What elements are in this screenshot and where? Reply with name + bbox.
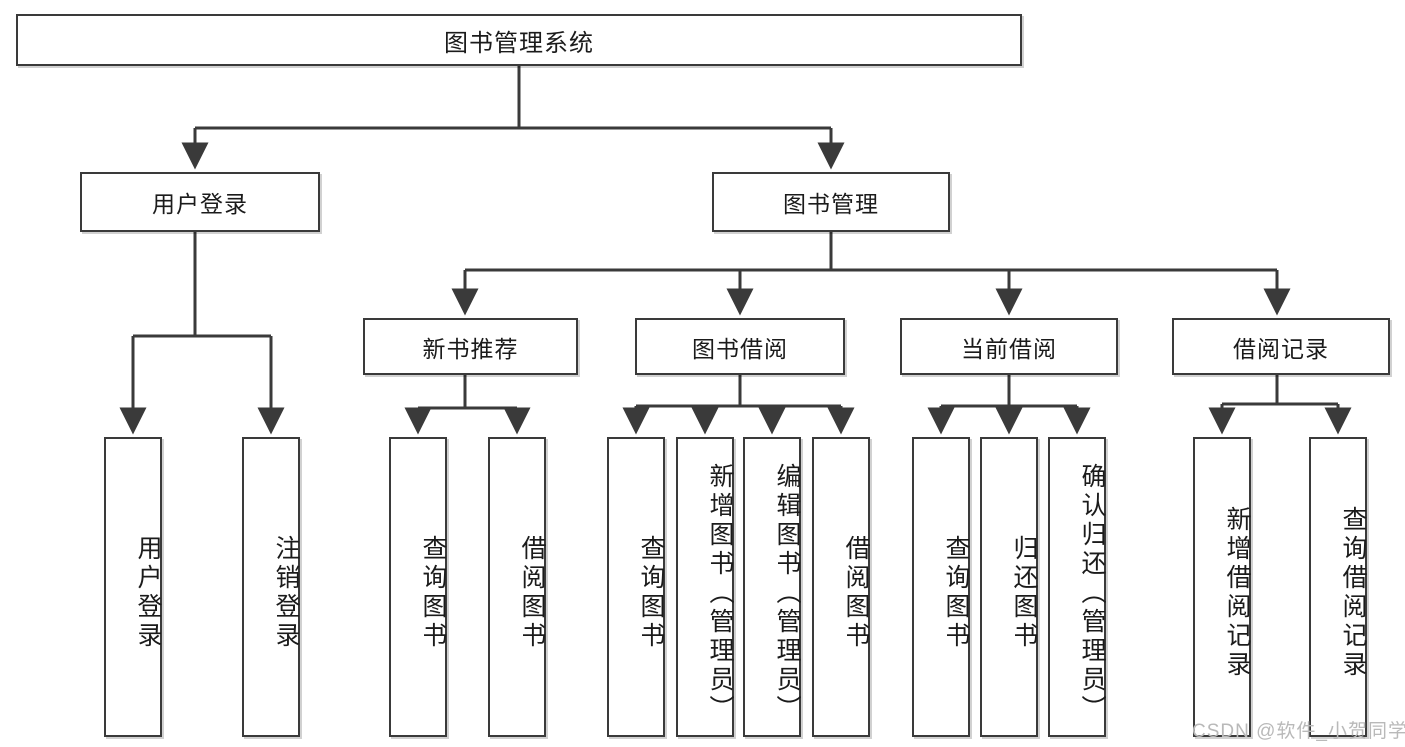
node-borrow-record-label: 借阅记录 (1233, 335, 1329, 362)
node-borrow-record[interactable]: 借阅记录 (1172, 318, 1390, 375)
leaf-label: 编辑图书（管理员） (773, 462, 801, 724)
node-user-login[interactable]: 用户登录 (80, 172, 320, 232)
leaf-new-book-borrow-book[interactable]: 借阅图书 (488, 437, 546, 737)
leaf-borrow-record-add-record[interactable]: 新增借阅记录 (1193, 437, 1251, 737)
leaf-borrow-record-query-record[interactable]: 查询借阅记录 (1309, 437, 1367, 737)
leaf-label: 借阅图书 (842, 535, 870, 651)
leaf-label: 查询借阅记录 (1339, 506, 1367, 680)
leaf-label: 确认归还（管理员） (1078, 462, 1106, 724)
leaf-label: 查询图书 (637, 535, 665, 651)
leaf-new-book-query-book[interactable]: 查询图书 (389, 437, 447, 737)
leaf-user-login-logout[interactable]: 注销登录 (242, 437, 300, 737)
leaf-label: 用户登录 (134, 535, 162, 651)
watermark-text: CSDN @软件_小贺同学 (1192, 721, 1405, 742)
leaf-user-login-login[interactable]: 用户登录 (104, 437, 162, 737)
node-current-borrow-label: 当前借阅 (961, 335, 1057, 362)
leaf-label: 查询图书 (942, 535, 970, 651)
node-book-manage[interactable]: 图书管理 (712, 172, 950, 232)
leaf-label: 借阅图书 (518, 535, 546, 651)
leaf-book-borrow-borrow-book[interactable]: 借阅图书 (812, 437, 870, 737)
leaf-current-borrow-return-book[interactable]: 归还图书 (980, 437, 1038, 737)
node-book-borrow[interactable]: 图书借阅 (635, 318, 845, 375)
node-book-manage-label: 图书管理 (783, 191, 879, 217)
leaf-label: 新增图书（管理员） (706, 462, 734, 724)
leaf-current-borrow-confirm-return-admin[interactable]: 确认归还（管理员） (1048, 437, 1106, 737)
leaf-label: 归还图书 (1010, 535, 1038, 651)
node-new-book-recommend[interactable]: 新书推荐 (363, 318, 578, 375)
leaf-label: 新增借阅记录 (1223, 506, 1251, 680)
leaf-current-borrow-query-book[interactable]: 查询图书 (912, 437, 970, 737)
leaf-book-borrow-query-book[interactable]: 查询图书 (607, 437, 665, 737)
node-user-login-label: 用户登录 (152, 191, 248, 217)
node-new-book-recommend-label: 新书推荐 (422, 335, 519, 362)
node-book-borrow-label: 图书借阅 (692, 335, 788, 362)
leaf-label: 注销登录 (272, 535, 300, 651)
leaf-book-borrow-edit-book-admin[interactable]: 编辑图书（管理员） (743, 437, 801, 737)
leaf-label: 查询图书 (419, 535, 447, 651)
node-current-borrow[interactable]: 当前借阅 (900, 318, 1118, 375)
node-root-system-label: 图书管理系统 (444, 29, 594, 57)
node-root-system[interactable]: 图书管理系统 (16, 14, 1022, 66)
leaf-book-borrow-add-book-admin[interactable]: 新增图书（管理员） (676, 437, 734, 737)
